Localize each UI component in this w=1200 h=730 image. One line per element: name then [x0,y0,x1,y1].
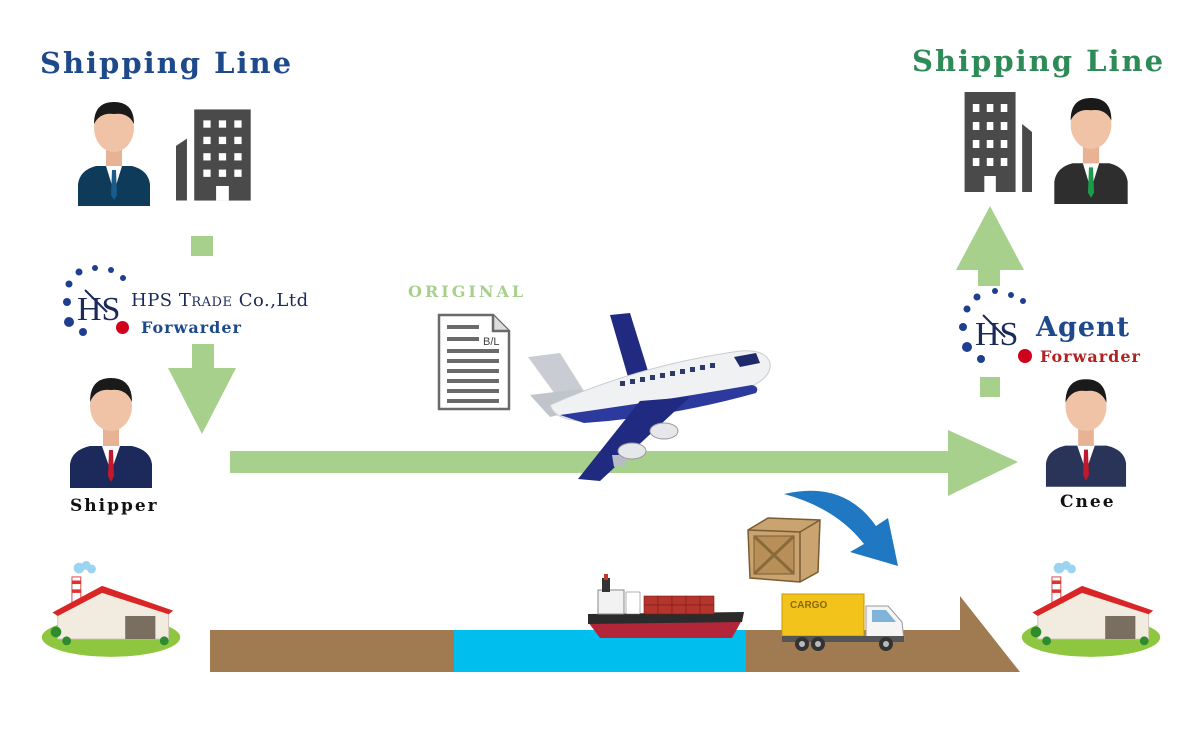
svg-text:HS: HS [77,291,120,328]
office-building-icon-left [176,105,258,205]
agent-label: Agent [1036,312,1131,343]
bl-text: B/L [483,336,500,348]
curved-arrow-icon [784,486,910,572]
shipping-line-title-right: Shipping Line [912,44,1166,78]
factory-icon-right [1020,548,1162,668]
airplane-icon [520,305,775,485]
down-arrow-icon [166,344,238,436]
consignee-label: Cnee [1060,492,1116,512]
connector-square-right [980,377,1000,397]
consignee-person-icon [1044,376,1128,488]
container-ship-icon [586,570,746,640]
forwarder-label-right: Forwarder [1040,347,1141,366]
up-arrow-icon [954,204,1026,286]
shipping-line-title-left: Shipping Line [40,46,294,80]
svg-text:HS: HS [975,316,1018,353]
hps-logo-icon-left: HS [55,262,135,342]
red-dot-left [116,321,129,334]
cargo-truck-icon: CARGO [780,592,910,654]
hps-logo-icon-right: HS [952,287,1034,367]
connector-square-left [191,236,213,256]
office-building-icon-right [958,92,1032,192]
truck-cargo-text: CARGO [790,600,827,611]
shipping-line-person-icon-right [1052,96,1130,204]
shipping-line-person-icon-left [76,100,152,206]
red-dot-right [1018,349,1032,363]
shipper-label: Shipper [70,496,159,516]
wooden-crate-icon [746,516,822,584]
hps-company-name: HPS TRADE Co.,Ltd [131,290,309,311]
document-icon: B/L [437,313,511,411]
shipper-person-icon [68,376,154,488]
original-label: ORIGINAL [408,282,527,301]
factory-icon-left [40,548,182,668]
ground-segment-left [210,630,454,672]
forwarder-label-left: Forwarder [141,318,242,337]
